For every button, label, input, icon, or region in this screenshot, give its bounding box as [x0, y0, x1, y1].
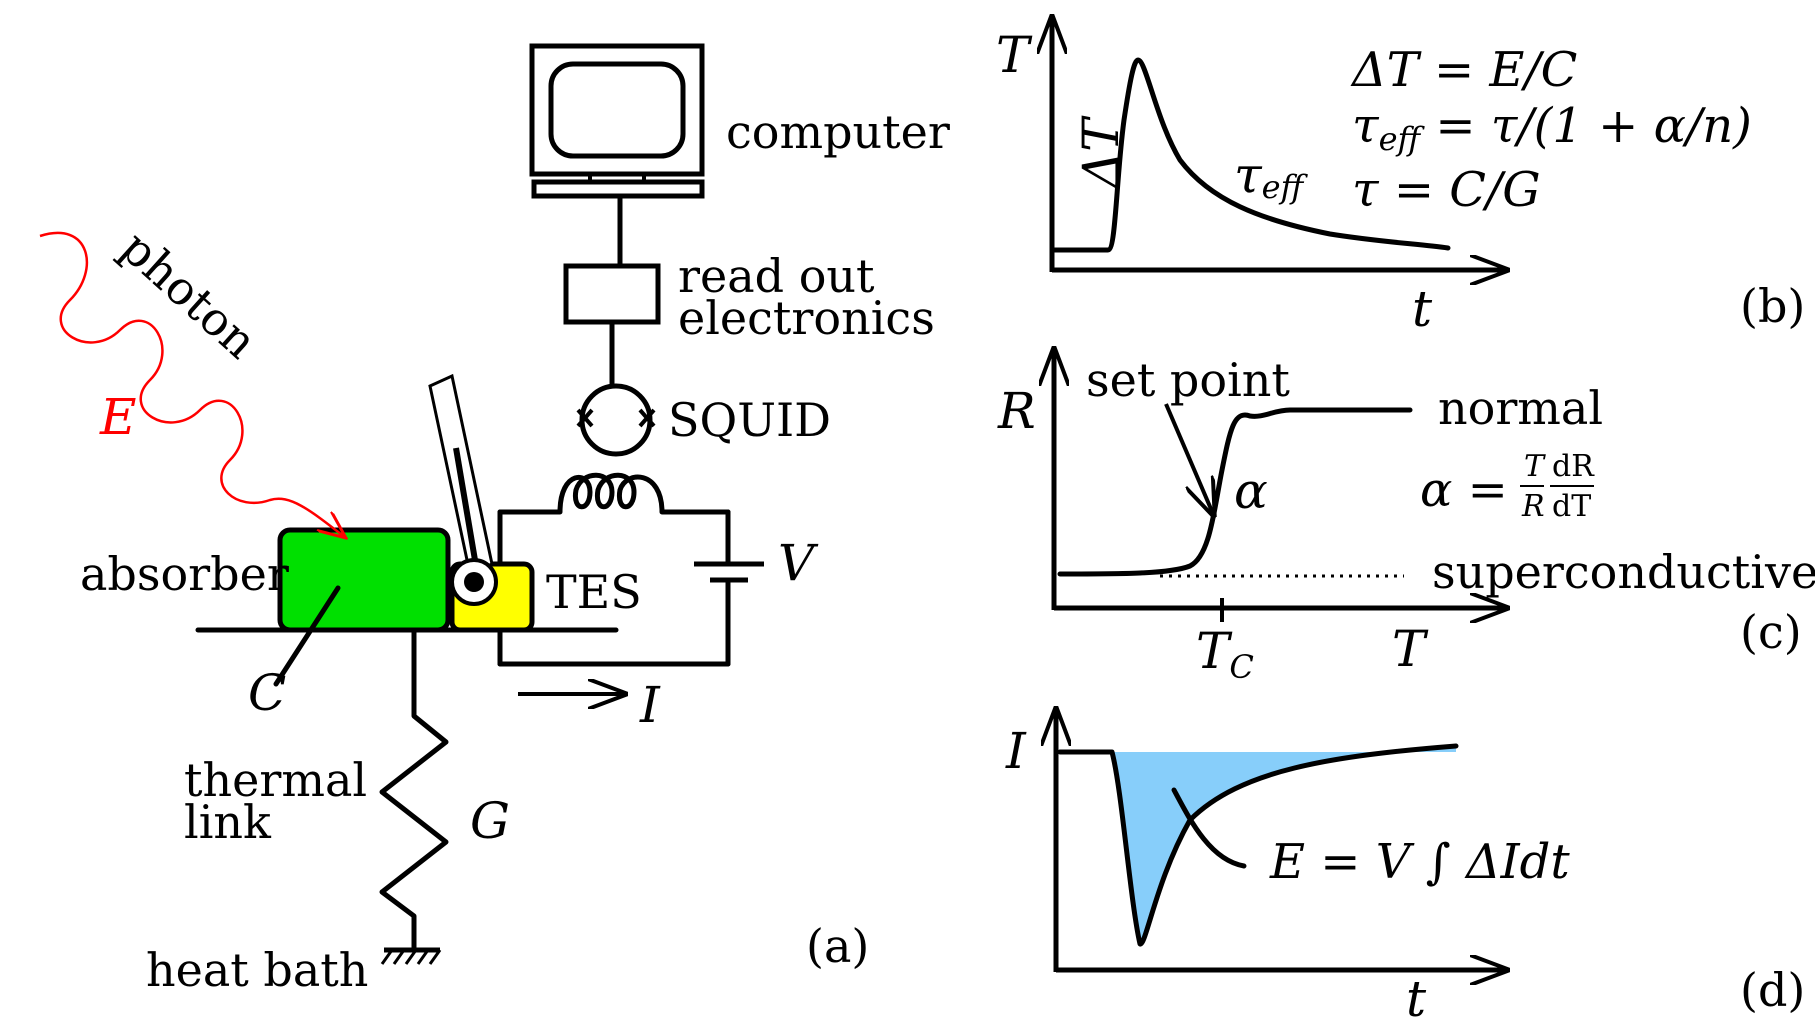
- input-coil-icon: [497, 472, 731, 515]
- panel-d-tag: (d): [1740, 963, 1805, 1017]
- voltage-label: V: [778, 534, 819, 592]
- computer-label: computer: [726, 105, 950, 159]
- b-eq-tau-eff: τeff = τ/(1 + α/n): [1352, 98, 1752, 158]
- b-delta-t-label: ΔT: [1072, 115, 1130, 190]
- photon-energy-label: E: [99, 388, 137, 446]
- svg-text:dT: dT: [1552, 489, 1591, 524]
- b-eq-delta-t: ΔT = E/C: [1350, 42, 1577, 98]
- b-y-axis-label: T: [996, 26, 1033, 84]
- b-tau-eff-label: τeff: [1234, 146, 1309, 206]
- c-y-axis-label: R: [997, 382, 1036, 440]
- c-x-axis-label: T: [1392, 620, 1429, 678]
- thermal-link-label-line2: link: [184, 795, 272, 849]
- tes-label: TES: [546, 565, 642, 619]
- c-set-point-label: set point: [1086, 353, 1290, 407]
- readout-label-line1: read out: [678, 249, 875, 303]
- c-set-point-arrow: [1164, 403, 1214, 516]
- c-alpha-label: α: [1234, 462, 1268, 520]
- d-x-axis-label: t: [1406, 970, 1427, 1017]
- absorber-label: absorber: [80, 547, 289, 601]
- d-pulse-area: [1112, 746, 1456, 945]
- computer-icon: [529, 43, 705, 199]
- svg-text:R: R: [1521, 489, 1545, 524]
- thermal-link-spring: [379, 627, 449, 951]
- absorber-block: [277, 527, 451, 633]
- panel-d-current-pulse: I t E = V ∫ ΔIdt (d): [1005, 708, 1805, 1017]
- c-resistance-curve: [1057, 407, 1413, 577]
- svg-text:α =: α =: [1420, 462, 1508, 518]
- c-superconductive-label: superconductive: [1432, 545, 1815, 599]
- panel-b-temperature-pulse: T t ΔT τeff ΔT = E/C τeff = τ/(1 + α/n) …: [996, 16, 1805, 338]
- thermal-conductance-label: G: [470, 792, 510, 850]
- c-alpha-equation: α = T R dR dT: [1420, 449, 1595, 524]
- readout-label-line2: electronics: [678, 291, 935, 345]
- d-energy-equation: E = V ∫ ΔIdt: [1269, 834, 1570, 890]
- panel-b-tag: (b): [1740, 279, 1805, 333]
- svg-text:dR: dR: [1552, 449, 1595, 484]
- photon-wave: [39, 231, 346, 538]
- b-eq-tau: τ = C/G: [1352, 162, 1541, 218]
- b-x-axis-label: t: [1412, 280, 1433, 338]
- d-current-curve: [1057, 743, 1459, 947]
- panel-a-schematic: computer read out electronics SQUID V I: [39, 43, 950, 997]
- c-normal-label: normal: [1438, 381, 1603, 435]
- b-temperature-curve: [1049, 57, 1451, 253]
- ground-icon: [380, 947, 442, 965]
- photon-label: photon: [111, 220, 268, 369]
- panel-c-tag: (c): [1740, 605, 1802, 659]
- panel-c-resistance-transition: R T TC set point α normal α = T R dR dT …: [997, 348, 1815, 686]
- thermal-link-label-line1: thermal: [184, 753, 367, 807]
- d-y-axis-label: I: [1005, 722, 1027, 780]
- panel-a-tag: (a): [806, 919, 869, 973]
- c-tc-label: TC: [1196, 622, 1254, 686]
- heat-bath-label: heat bath: [146, 943, 368, 997]
- svg-text:T: T: [1524, 449, 1546, 484]
- d-equation-leader: [1171, 787, 1247, 869]
- heat-capacity-label: C: [248, 664, 286, 722]
- squid-label: SQUID: [668, 393, 831, 447]
- current-label: I: [639, 676, 661, 734]
- thermometer-icon: [428, 373, 498, 606]
- squid-icon: [576, 383, 656, 457]
- readout-electronics-box: [563, 263, 661, 325]
